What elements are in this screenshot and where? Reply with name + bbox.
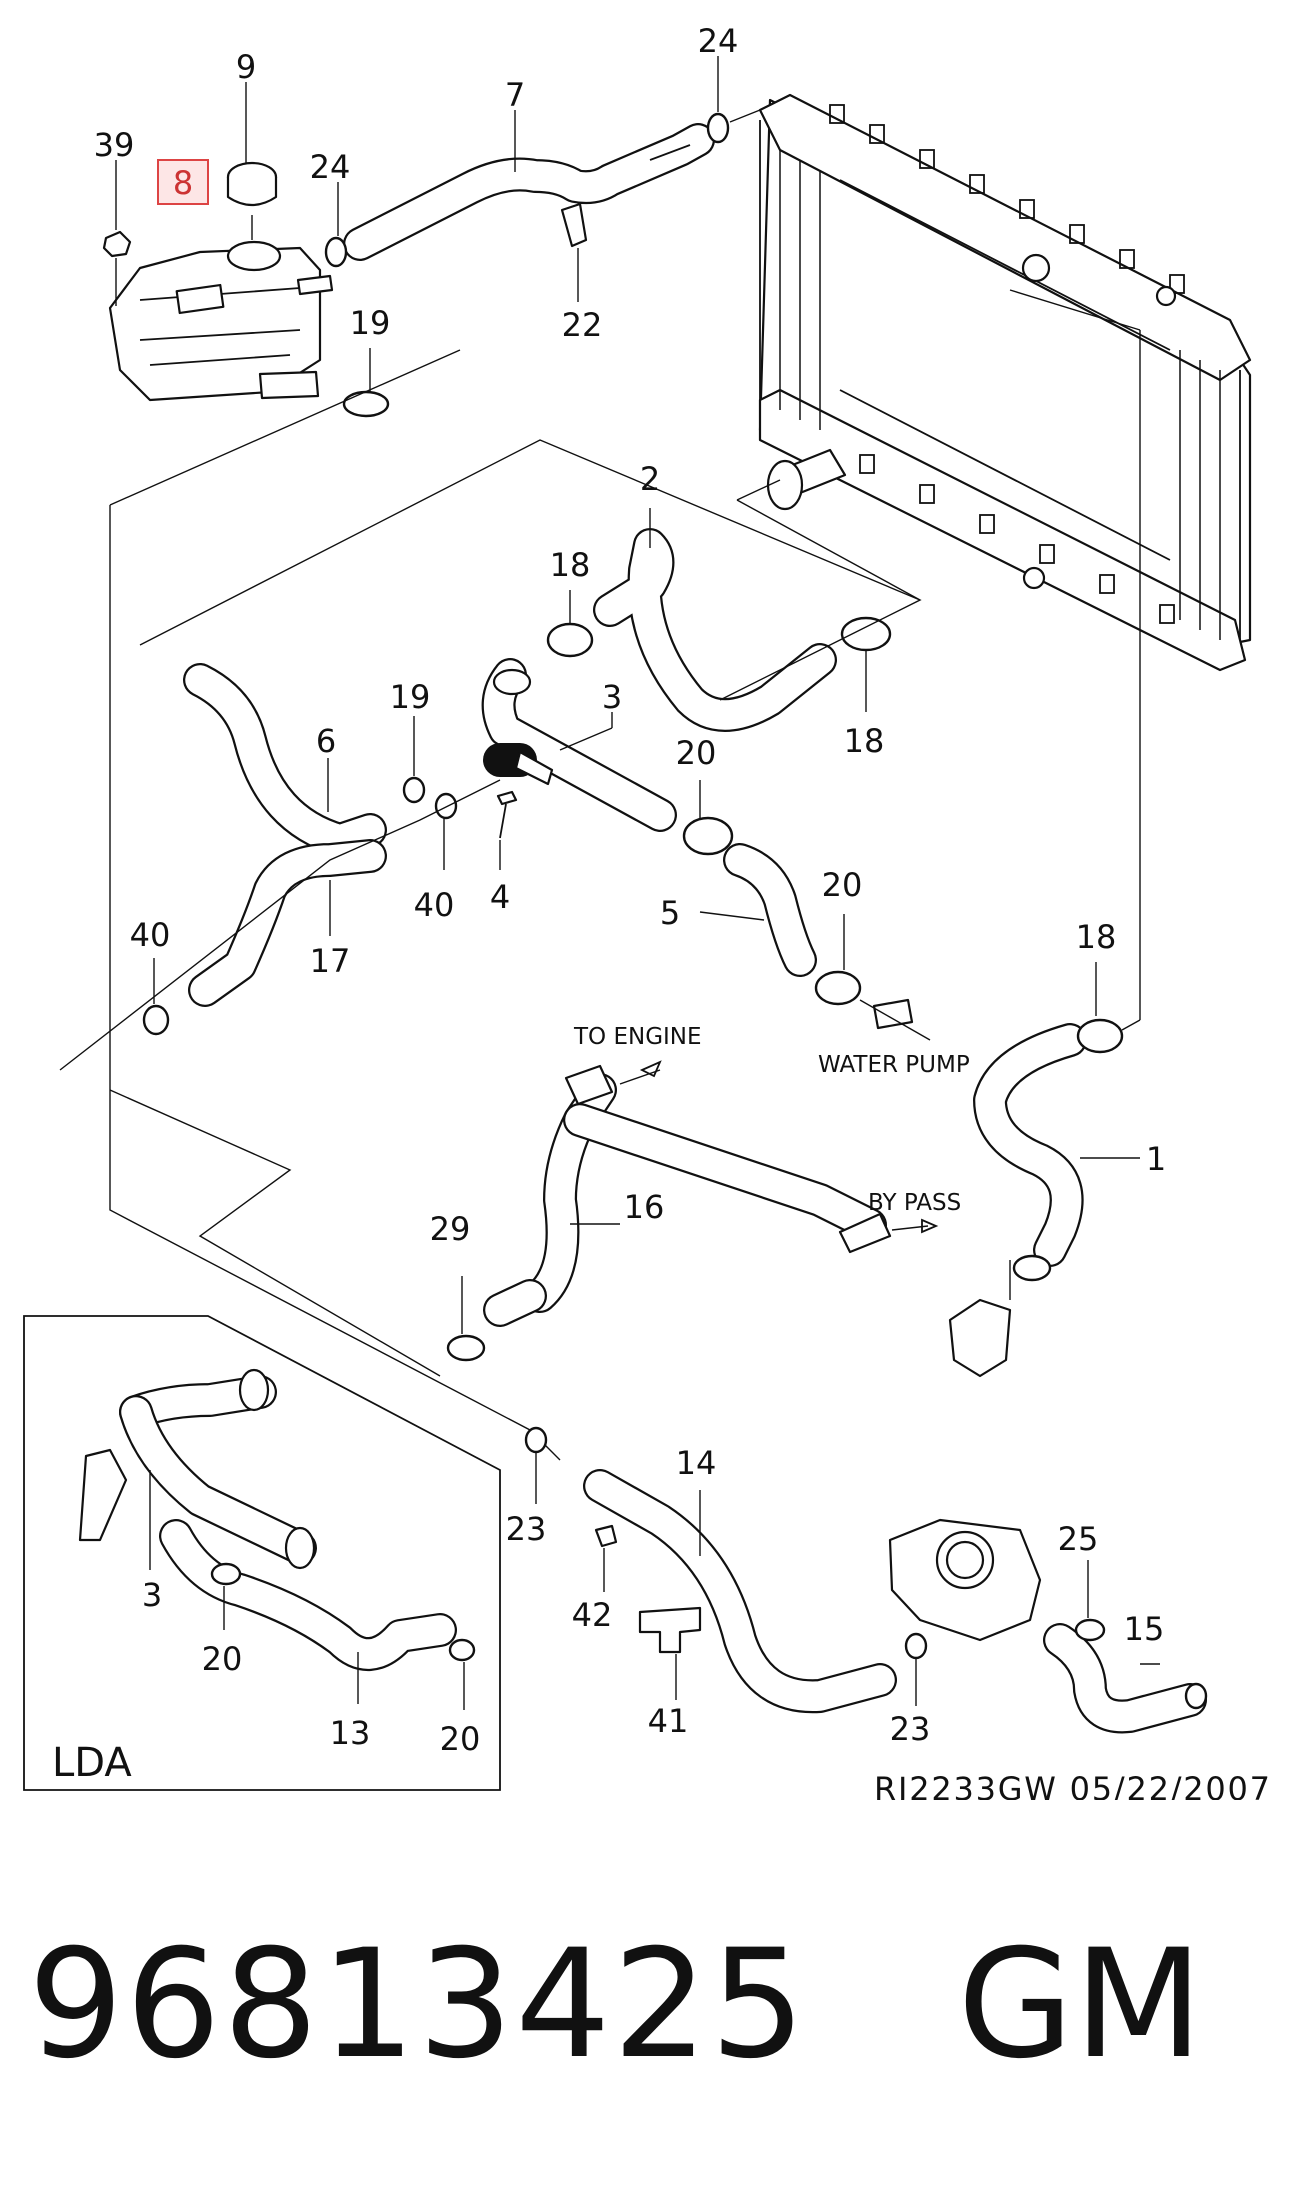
hose-1 bbox=[973, 1023, 1140, 1267]
callout-9[interactable]: 9 bbox=[236, 48, 256, 86]
clamp-20-lower bbox=[814, 914, 862, 1006]
drawing-code-stamp: RJ2233GW 05/22/2007 bbox=[874, 1770, 1270, 1800]
callout-14[interactable]: 14 bbox=[676, 1444, 717, 1482]
callout-3-inset[interactable]: 3 bbox=[142, 1576, 162, 1614]
hose-6 bbox=[183, 663, 387, 857]
callout-22[interactable]: 22 bbox=[562, 306, 603, 344]
callout-42[interactable]: 42 bbox=[572, 1596, 613, 1634]
callout-2[interactable]: 2 bbox=[640, 460, 660, 498]
clamp-25 bbox=[1074, 1560, 1106, 1642]
callout-40-mid[interactable]: 40 bbox=[414, 886, 455, 924]
callout-4[interactable]: 4 bbox=[490, 878, 510, 916]
hose-15 bbox=[1043, 1623, 1207, 1734]
brand-name: GM bbox=[957, 1918, 1204, 2092]
clamp-40-left bbox=[142, 958, 170, 1036]
callout-23-lower[interactable]: 23 bbox=[890, 1710, 931, 1748]
callout-19-mid[interactable]: 19 bbox=[390, 678, 431, 716]
callout-1[interactable]: 1 bbox=[1146, 1140, 1166, 1178]
clamp-40-mid bbox=[434, 792, 458, 870]
bolt-4 bbox=[496, 790, 518, 870]
clip-42 bbox=[594, 1524, 618, 1592]
hose-17 bbox=[188, 839, 387, 1007]
pipe-3 bbox=[481, 658, 677, 832]
cooling-system-exploded-diagram: 8 39 9 24 7 24 22 19 2 18 18 3 19 6 20 4… bbox=[23, 22, 1270, 1800]
note-by-pass: BY PASS bbox=[868, 1190, 961, 1216]
clamp-19-mid bbox=[402, 716, 426, 804]
callout-24-top[interactable]: 24 bbox=[698, 22, 739, 60]
callout-17[interactable]: 17 bbox=[310, 942, 351, 980]
callout-20-lower[interactable]: 20 bbox=[822, 866, 863, 904]
throttle-body bbox=[888, 1518, 1042, 1642]
callout-6[interactable]: 6 bbox=[316, 722, 336, 760]
hose-16 bbox=[483, 1060, 939, 1327]
clamp-19-top bbox=[342, 348, 390, 418]
clamp-18-c bbox=[1009, 289, 1141, 1054]
highlight-box-8 bbox=[157, 159, 209, 205]
callout-16[interactable]: 16 bbox=[624, 1188, 665, 1226]
clip-41 bbox=[638, 1606, 702, 1700]
clamp-18-b bbox=[840, 616, 892, 712]
callout-5[interactable]: 5 bbox=[660, 894, 680, 932]
clamp-29 bbox=[446, 1276, 486, 1362]
hose-7 bbox=[343, 110, 715, 261]
hose-14 bbox=[583, 1469, 897, 1714]
callout-23-upper[interactable]: 23 bbox=[506, 1510, 547, 1548]
callout-18-b[interactable]: 18 bbox=[844, 722, 885, 760]
callout-13[interactable]: 13 bbox=[330, 1714, 371, 1752]
clamp-18-a bbox=[546, 590, 594, 658]
note-water-pump: WATER PUMP bbox=[818, 1052, 970, 1078]
caption-row: 96813425 GM bbox=[28, 1918, 1278, 2092]
clamp-23-lower bbox=[904, 1632, 928, 1706]
clamp-24-top bbox=[706, 56, 761, 144]
lda-inset bbox=[23, 1315, 501, 1791]
callout-20-inset-a[interactable]: 20 bbox=[202, 1640, 243, 1678]
radiator bbox=[736, 93, 1252, 672]
callout-7[interactable]: 7 bbox=[505, 76, 525, 114]
callout-8[interactable]: 8 bbox=[173, 164, 193, 202]
callout-20-inset-b[interactable]: 20 bbox=[440, 1720, 481, 1758]
inset-label-lda: LDA bbox=[52, 1740, 132, 1786]
callout-18-c[interactable]: 18 bbox=[1076, 918, 1117, 956]
callout-40-left[interactable]: 40 bbox=[130, 916, 171, 954]
hose-2 bbox=[593, 508, 837, 732]
clamp-20-upper bbox=[682, 780, 734, 856]
callout-20-upper[interactable]: 20 bbox=[676, 734, 717, 772]
coolant-reservoir bbox=[108, 240, 334, 402]
nut-39 bbox=[102, 160, 132, 306]
note-to-engine: TO ENGINE bbox=[573, 1024, 702, 1050]
reservoir-cap bbox=[226, 82, 278, 240]
callout-41[interactable]: 41 bbox=[648, 1702, 689, 1740]
callout-19-top[interactable]: 19 bbox=[350, 304, 391, 342]
callout-3[interactable]: 3 bbox=[602, 678, 622, 716]
callout-24-left[interactable]: 24 bbox=[310, 148, 351, 186]
thermostat-housing bbox=[948, 1254, 1052, 1378]
clamp-23-upper bbox=[524, 1426, 548, 1504]
callout-39[interactable]: 39 bbox=[94, 126, 135, 164]
clamp-24-left bbox=[324, 182, 348, 268]
bracket-22 bbox=[560, 202, 588, 302]
callout-18-a[interactable]: 18 bbox=[550, 546, 591, 584]
hose-5 bbox=[699, 843, 817, 977]
callout-29[interactable]: 29 bbox=[430, 1210, 471, 1248]
callout-25[interactable]: 25 bbox=[1058, 1520, 1099, 1558]
part-number: 96813425 bbox=[28, 1918, 808, 2092]
callout-15[interactable]: 15 bbox=[1124, 1610, 1165, 1648]
